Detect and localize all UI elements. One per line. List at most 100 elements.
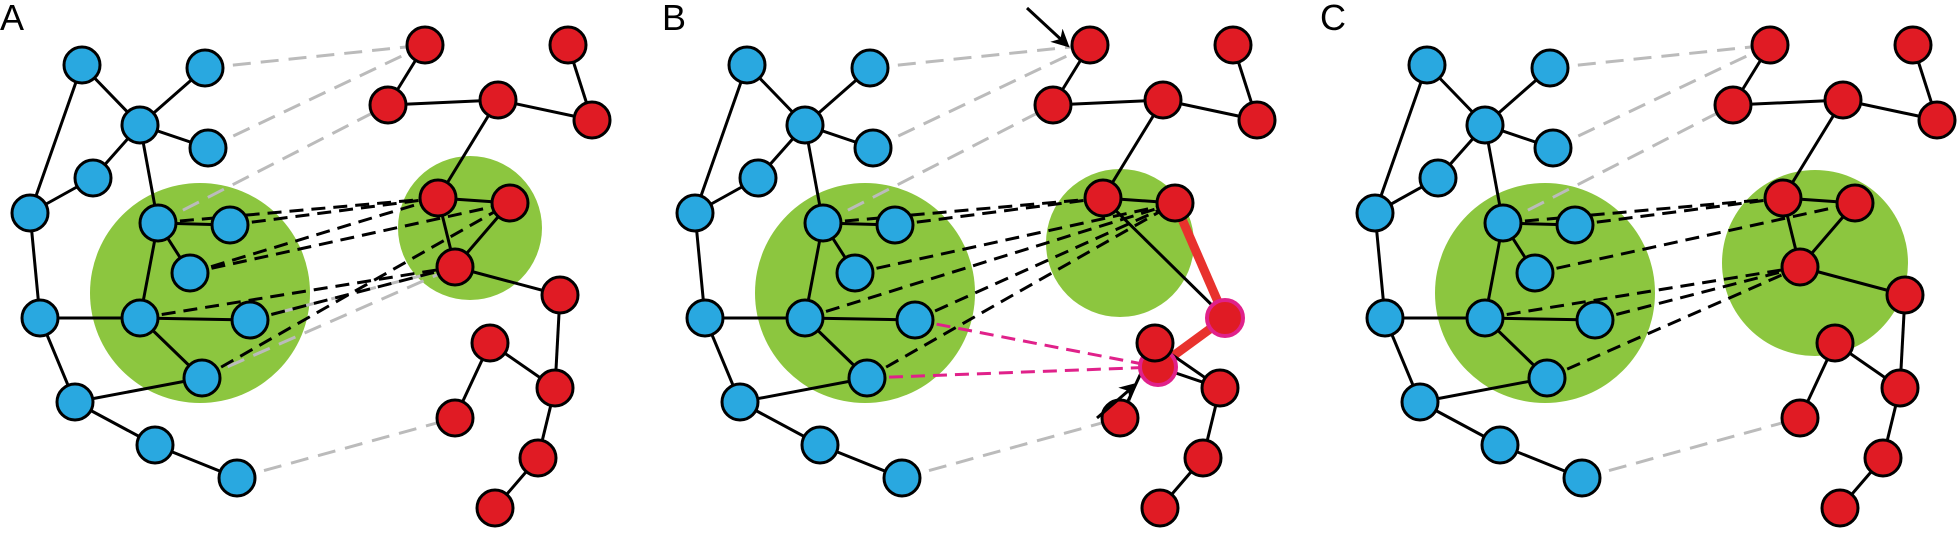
network-edge: [28, 64, 84, 214]
blue-node: [135, 425, 175, 465]
red-node: [470, 323, 510, 363]
gray-mapping-line: [901, 416, 1121, 480]
black-mapping-line: [1484, 265, 1801, 320]
highlighted-edge: [1170, 201, 1230, 320]
red-node: [548, 25, 588, 65]
blue-node: [73, 158, 113, 198]
blue-node: [20, 298, 60, 338]
arrow-pointer-icon: [1025, 6, 1070, 48]
panel-b: [675, 6, 1277, 528]
black-mapping-line: [1502, 196, 1784, 225]
blue-node: [875, 205, 915, 245]
red-node: [1070, 25, 1110, 65]
blue-node: [853, 128, 893, 168]
red-node: [418, 178, 458, 218]
blue-node: [1400, 382, 1440, 422]
black-mapping-line: [189, 201, 511, 275]
black-mapping-line: [894, 196, 1104, 227]
red-node: [1213, 25, 1253, 65]
blue-node: [1515, 253, 1555, 293]
black-mapping-line: [822, 196, 1104, 225]
red-node: [490, 183, 530, 223]
blue-node: [685, 298, 725, 338]
blue-node: [1465, 105, 1505, 145]
blue-node: [785, 298, 825, 338]
red-node: [1820, 488, 1860, 528]
blue-node: [803, 203, 843, 243]
blue-node: [10, 193, 50, 233]
gray-mapping-line: [1552, 43, 1771, 150]
blue-node: [170, 253, 210, 293]
blue-node: [1365, 298, 1405, 338]
blue-node: [720, 382, 760, 422]
blue-node: [1483, 203, 1523, 243]
black-mapping-line: [1546, 265, 1801, 380]
blue-node: [62, 45, 102, 85]
red-node: [435, 398, 475, 438]
red-node: [572, 100, 612, 140]
red-node: [1200, 368, 1240, 408]
blue-node: [785, 105, 825, 145]
red-node: [1135, 323, 1175, 363]
aligned-region-1: [1435, 183, 1655, 403]
blue-node: [185, 48, 225, 88]
blue-node: [217, 458, 257, 498]
aligned-region-1: [755, 183, 975, 403]
blue-node: [850, 48, 890, 88]
blue-node: [182, 358, 222, 398]
blue-node: [727, 45, 767, 85]
gray-mapping-line: [1581, 416, 1801, 480]
blue-node: [1555, 205, 1595, 245]
black-mapping-line: [914, 201, 1176, 322]
blue-node: [1465, 298, 1505, 338]
blue-node: [230, 300, 270, 340]
blue-node: [882, 458, 922, 498]
blue-node: [895, 300, 935, 340]
blue-node: [120, 298, 160, 338]
red-node: [1155, 183, 1195, 223]
red-node: [405, 25, 445, 65]
panel-label-a: A: [0, 0, 24, 38]
red-node: [1835, 183, 1875, 223]
blue-node: [1562, 458, 1602, 498]
red-node: [540, 275, 580, 315]
blue-node: [835, 253, 875, 293]
network-edge: [74, 376, 203, 404]
black-mapping-line: [201, 201, 511, 380]
gray-mapping-line: [207, 43, 426, 150]
panel-label-c: C: [1320, 0, 1346, 38]
black-mapping-line: [249, 265, 456, 322]
red-node: [1100, 398, 1140, 438]
blue-node: [138, 203, 178, 243]
red-node: [1183, 438, 1223, 478]
black-mapping-line: [1534, 201, 1856, 275]
network-edge: [693, 64, 749, 214]
red-node: [1143, 80, 1183, 120]
gray-mapping-line: [157, 103, 389, 225]
gray-mapping-line: [201, 265, 456, 380]
red-node: [1880, 368, 1920, 408]
red-node: [435, 247, 475, 287]
red-node: [1885, 275, 1925, 315]
magenta-mapping-line: [914, 318, 1159, 369]
blue-node: [55, 382, 95, 422]
red-node: [1033, 85, 1073, 125]
blue-node: [1355, 193, 1395, 233]
red-node: [518, 438, 558, 478]
network-edge: [1419, 376, 1548, 404]
red-node: [475, 488, 515, 528]
red-node: [535, 368, 575, 408]
blue-node: [1418, 158, 1458, 198]
red-node: [1823, 80, 1863, 120]
red-node: [1713, 85, 1753, 125]
red-node: [1237, 100, 1277, 140]
blue-node: [120, 105, 160, 145]
red-node: [1083, 178, 1123, 218]
black-mapping-line: [866, 201, 1176, 380]
red-node: [478, 80, 518, 120]
red-node: [1917, 100, 1957, 140]
panel-c: [1355, 25, 1957, 528]
blue-node: [1530, 48, 1570, 88]
red-node: [1780, 247, 1820, 287]
gray-mapping-line: [1549, 43, 1771, 70]
